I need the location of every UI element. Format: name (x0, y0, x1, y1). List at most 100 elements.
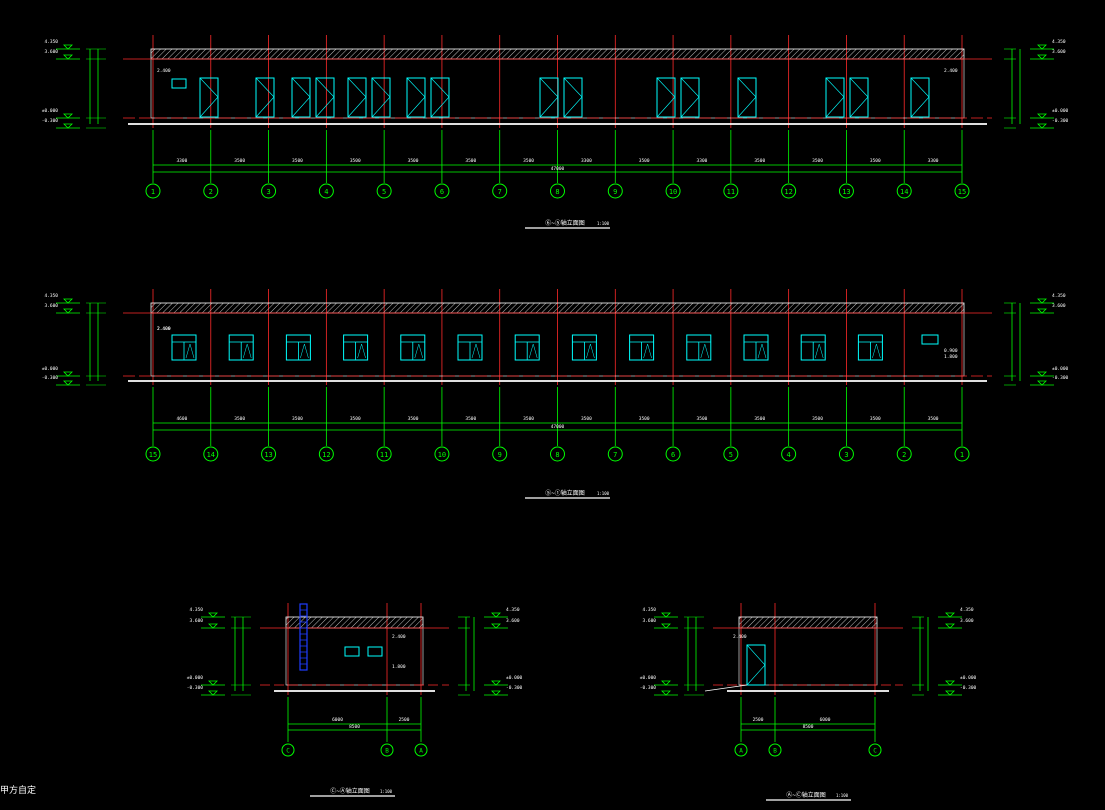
level-label: ±0.000 (1052, 108, 1069, 114)
level-marker (491, 612, 501, 618)
bay-dim-label: 3500 (350, 158, 361, 164)
axis-bubble (492, 183, 508, 199)
total-dim-label: 8500 (349, 724, 360, 730)
door-opening (539, 77, 559, 118)
level-label: -0.300 (640, 685, 657, 691)
axis-bubble (954, 446, 970, 462)
door-opening (656, 77, 676, 118)
door-opening (825, 77, 845, 118)
elevation-annotation: 2.400 (157, 326, 171, 332)
door-swing-line (910, 77, 930, 98)
level-label: ±0.000 (640, 675, 657, 681)
axis-bubble-label: 6 (440, 188, 444, 196)
level-marker (63, 113, 73, 119)
level-marker (945, 623, 955, 629)
level-label: ±0.000 (1052, 366, 1069, 372)
door-opening (371, 77, 391, 118)
level-marker (491, 690, 501, 696)
elevation-annotation: 1.800 (944, 354, 958, 360)
level-marker (1037, 123, 1047, 129)
door-swing-line (656, 96, 676, 118)
view-title: Ⓐ~Ⓒ轴立面图 (786, 791, 826, 799)
level-marker (63, 308, 73, 314)
bay-dim-label: 3500 (408, 416, 419, 422)
level-marker (661, 612, 671, 618)
elevation-annotation: 1.800 (392, 664, 406, 670)
level-label: -0.300 (1052, 375, 1069, 381)
window-hinge-mark (300, 343, 309, 359)
level-marker (63, 371, 73, 377)
bay-dim-label: 3500 (292, 158, 303, 164)
level-marker (1037, 44, 1047, 50)
window-hinge-mark (814, 343, 824, 359)
axis-bubble-label: 7 (498, 188, 502, 196)
level-marker (1037, 380, 1047, 386)
axis-bubble-label: 1 (151, 188, 155, 196)
bay-dim-label: 3500 (928, 416, 939, 422)
level-marker (63, 123, 73, 129)
axis-bubble (318, 183, 334, 199)
axis-bubble-label: B (773, 748, 777, 755)
level-marker (63, 54, 73, 60)
axis-bubble (203, 446, 219, 462)
axis-bubble (145, 446, 161, 462)
level-label: -0.300 (42, 118, 59, 124)
level-marker (1037, 113, 1047, 119)
door-swing-line (199, 96, 219, 118)
level-marker (661, 690, 671, 696)
level-label: -0.300 (187, 685, 204, 691)
window-hinge-mark (242, 343, 252, 359)
window-hinge-mark (185, 343, 195, 359)
total-dim-label: 47000 (551, 166, 565, 172)
axis-bubble-label: 14 (900, 188, 908, 196)
axis-bubble (896, 446, 912, 462)
door-opening (406, 77, 426, 118)
level-marker (1037, 308, 1047, 314)
door-opening (430, 77, 450, 118)
entry-ramp (704, 684, 748, 692)
level-label: 3.600 (1052, 303, 1066, 309)
door-opening (315, 77, 335, 118)
door-swing-line (347, 96, 367, 118)
total-dim-label: 47000 (551, 424, 565, 430)
bay-dim-label: 3500 (639, 158, 650, 164)
axis-bubble-label: 1 (960, 451, 964, 459)
door-swing-line (255, 77, 275, 98)
bay-dim-label: 3500 (523, 416, 534, 422)
level-label: 3.600 (506, 618, 520, 624)
axis-bubble-label: 12 (784, 188, 792, 196)
window-hinge-mark (471, 343, 481, 359)
level-marker (63, 380, 73, 386)
window-hinge-mark (357, 343, 366, 359)
level-marker (491, 623, 501, 629)
level-marker (208, 612, 218, 618)
level-label: 4.350 (506, 607, 520, 613)
bay-dim-label: 3500 (581, 416, 592, 422)
level-label: 3.600 (189, 618, 203, 624)
window-hinge-mark (872, 343, 881, 359)
view-scale: 1:100 (597, 221, 610, 226)
view-scale: 1:100 (597, 491, 610, 496)
axis-bubble-label: 15 (958, 188, 966, 196)
axis-bubble-label: 10 (438, 451, 446, 459)
side-note: 甲方自定 (0, 786, 37, 796)
door-opening (291, 77, 311, 118)
axis-bubble (781, 446, 797, 462)
axis-bubble (781, 183, 797, 199)
small-window (171, 78, 187, 89)
level-marker (208, 623, 218, 629)
door-swing-line (746, 664, 766, 686)
axis-bubble (281, 743, 295, 757)
axis-bubble (261, 446, 277, 462)
axis-bubble-label: 11 (380, 451, 388, 459)
axis-bubble (550, 183, 565, 199)
door-opening (563, 77, 583, 118)
level-label: -0.300 (506, 685, 523, 691)
door-swing-line (430, 77, 450, 98)
door-swing-line (680, 77, 700, 98)
roof-parapet (738, 616, 878, 629)
elevation-annotation: 0.900 (944, 348, 958, 354)
level-marker (208, 690, 218, 696)
door-swing-line (656, 77, 676, 98)
